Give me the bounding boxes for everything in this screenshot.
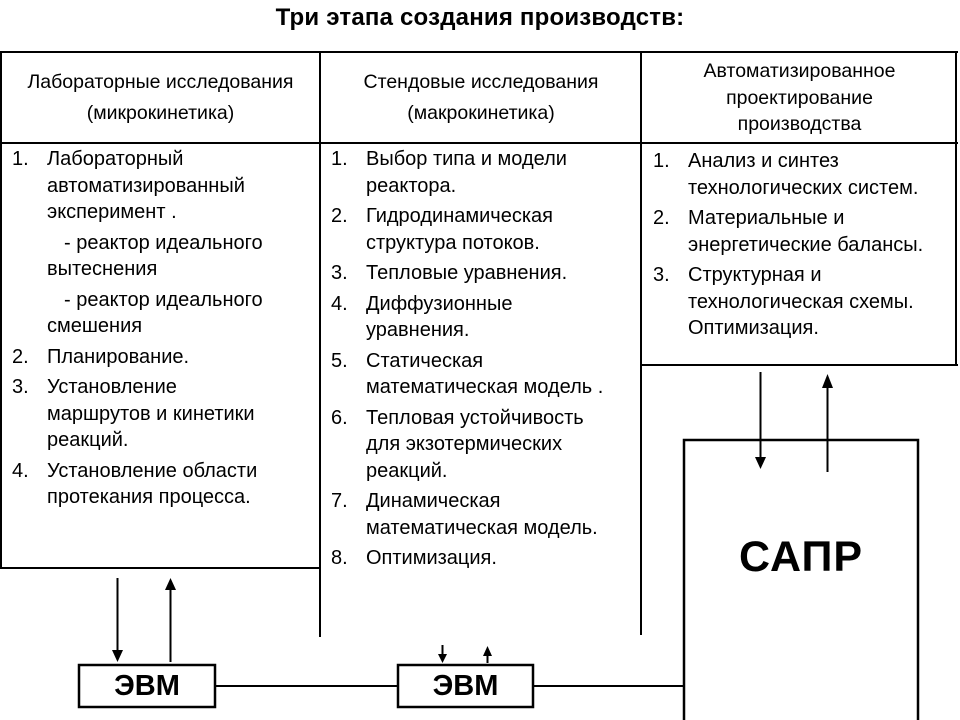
item-number: 2.: [331, 205, 348, 227]
item-text: Лабораторный автоматизированный эксперим…: [47, 148, 245, 223]
down-arrow-col1-to-evm1: [112, 578, 123, 662]
list-item: 4. Установление области протекания проце…: [12, 458, 317, 511]
column-header-bench: Стендовые исследования (макрокинетика): [363, 71, 599, 124]
item-number: 3.: [331, 262, 348, 284]
item-text: Установление маршрутов и кинетики реакци…: [47, 376, 255, 451]
list-item: 8. Оптимизация.: [331, 545, 639, 572]
item-number: 1.: [331, 148, 348, 170]
sapr-label: САПР: [738, 533, 864, 581]
item-number: 5.: [331, 349, 348, 372]
item-text: Анализ и синтез технологических систем.: [688, 150, 919, 199]
laboratory-items-list: 1. Лабораторный автоматизированный экспе…: [2, 146, 317, 515]
item-text: Выбор типа и модели реактора.: [366, 148, 567, 197]
item-text: Тепловые уравнения.: [366, 262, 568, 284]
list-subitem: - реактор идеального смешения: [47, 288, 263, 338]
list-item: 1. Выбор типа и модели реактора.: [331, 146, 639, 199]
up-arrow-from-evm2: [483, 646, 492, 663]
evm2-label: ЭВМ: [432, 669, 499, 702]
list-item: 1. Лабораторный автоматизированный экспе…: [12, 146, 317, 226]
item-text: Установление области протекания процесса…: [47, 459, 258, 509]
item-number: 1.: [653, 150, 670, 172]
list-item: 5. Статическая математическая модель .: [331, 348, 639, 401]
item-number: 2.: [12, 345, 29, 368]
column-header-laboratory: Лабораторные исследования (микрокинетика…: [27, 71, 294, 124]
item-text: Материальные и энергетические балансы.: [688, 207, 924, 256]
item-text: Статическая математическая модель .: [366, 349, 604, 399]
evm1-label: ЭВМ: [114, 669, 180, 702]
item-number: 6.: [331, 406, 348, 429]
item-number: 3.: [12, 376, 29, 398]
page-title: Три этапа создания производств:: [275, 4, 685, 31]
item-number: 1.: [12, 148, 29, 170]
list-item: 2. Гидродинамическая структура потоков.: [331, 203, 639, 256]
item-number: 2.: [653, 207, 670, 229]
item-text: Планирование.: [47, 345, 190, 368]
item-text: Динамическая математическая модель.: [366, 490, 598, 539]
item-number: 3.: [653, 264, 670, 286]
item-text: Гидродинамическая структура потоков.: [366, 205, 553, 254]
list-item: 6. Тепловая устойчивость для экзотермиче…: [331, 405, 639, 485]
list-item: 2. Материальные и энергетические балансы…: [653, 205, 955, 258]
list-item: 7. Динамическая математическая модель.: [331, 488, 639, 541]
column-header-automated-design: Автоматизированное проектирование произв…: [703, 60, 896, 136]
down-arrow-to-evm2: [438, 645, 447, 663]
list-item: 4. Диффузионные уравнения.: [331, 291, 639, 344]
item-text: Оптимизация.: [366, 547, 497, 569]
item-number: 4.: [12, 459, 29, 482]
list-item: 3. Тепловые уравнения.: [331, 260, 639, 287]
list-item: 2. Планирование.: [12, 344, 317, 371]
design-items-list: 1. Анализ и синтез технологических систе…: [643, 148, 955, 346]
bench-items-list: 1. Выбор типа и модели реактора. 2. Гидр…: [321, 146, 639, 576]
list-item: 3. Структурная и технологическая схемы. …: [653, 262, 955, 342]
item-number: 4.: [331, 292, 348, 315]
list-item: 1. Анализ и синтез технологических систе…: [653, 148, 955, 201]
item-text: Структурная и технологическая схемы. Опт…: [688, 264, 914, 339]
item-text: Диффузионные уравнения.: [366, 292, 513, 342]
item-number: 7.: [331, 490, 348, 512]
item-number: 8.: [331, 547, 348, 569]
item-text: Тепловая устойчивость для экзотермически…: [366, 406, 584, 482]
up-arrow-evm1-to-col1: [165, 578, 176, 662]
list-item: 3. Установление маршрутов и кинетики реа…: [12, 374, 317, 454]
list-subitem: - реактор идеального вытеснения: [47, 231, 263, 281]
